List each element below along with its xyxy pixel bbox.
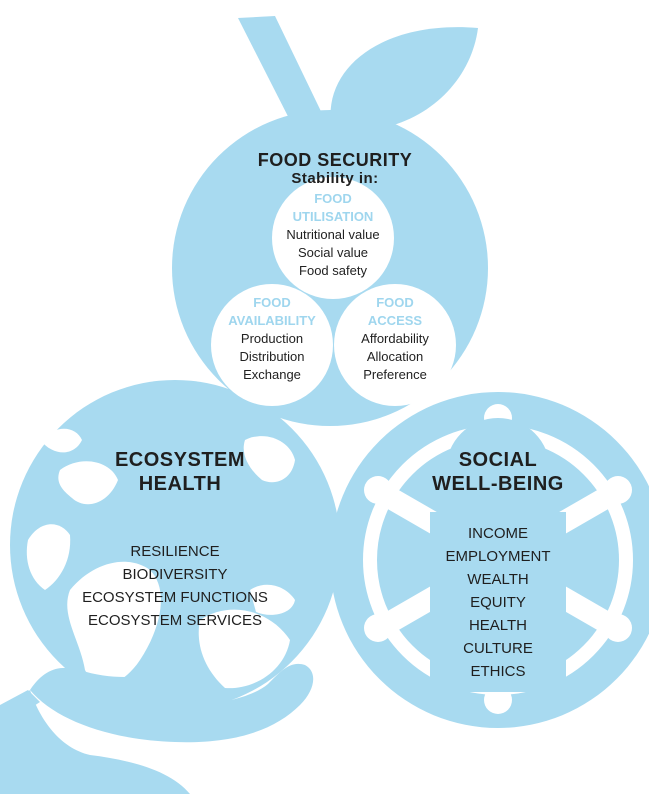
- utilisation-item: Social value: [297, 245, 369, 260]
- food-security-subtitle: Stability in:: [291, 170, 379, 187]
- utilisation-title-1: FOOD: [314, 191, 352, 206]
- access-circle: [334, 284, 456, 406]
- ecosystem-item: ECOSYSTEM FUNCTIONS: [82, 589, 268, 606]
- social-item: EQUITY: [470, 594, 526, 611]
- access-item: Affordability: [361, 331, 429, 346]
- people-circle-icon: [330, 392, 649, 728]
- ecosystem-item: BIODIVERSITY: [122, 566, 228, 583]
- globe-icon: [10, 380, 340, 710]
- access-title-2: ACCESS: [367, 313, 423, 328]
- utilisation-circle: [272, 177, 394, 299]
- availability-item: Production: [240, 331, 304, 346]
- access-title-1: FOOD: [376, 295, 414, 310]
- social-item: INCOME: [468, 525, 528, 542]
- availability-item: Exchange: [243, 367, 301, 382]
- utilisation-item: Nutritional value: [286, 227, 380, 242]
- apple-stem-icon: [238, 16, 330, 140]
- access-item: Allocation: [366, 349, 424, 364]
- social-item: WEALTH: [467, 571, 529, 588]
- social-title-2: WELL-BEING: [432, 473, 564, 495]
- food-security-title: FOOD SECURITY: [257, 150, 413, 170]
- utilisation-item: Food safety: [299, 263, 367, 278]
- availability-title-2: AVAILABILITY: [228, 313, 316, 328]
- social-title-1: SOCIAL: [458, 449, 538, 471]
- social-item: HEALTH: [468, 617, 528, 634]
- leaf-icon: [330, 27, 478, 132]
- social-item: CULTURE: [463, 640, 533, 657]
- availability-item: Distribution: [239, 349, 305, 364]
- ecosystem-title-2: HEALTH: [138, 473, 222, 495]
- availability-circle: [211, 284, 333, 406]
- social-item: ETHICS: [470, 663, 526, 680]
- ecosystem-title-1: ECOSYSTEM: [114, 449, 246, 471]
- hand-icon: [0, 663, 314, 794]
- social-item: EMPLOYMENT: [445, 548, 551, 565]
- access-item: Preference: [363, 367, 427, 382]
- ecosystem-item: RESILIENCE: [130, 543, 220, 560]
- availability-title-1: FOOD: [253, 295, 291, 310]
- utilisation-title-2: UTILISATION: [292, 209, 374, 224]
- ecosystem-item: ECOSYSTEM SERVICES: [88, 612, 262, 629]
